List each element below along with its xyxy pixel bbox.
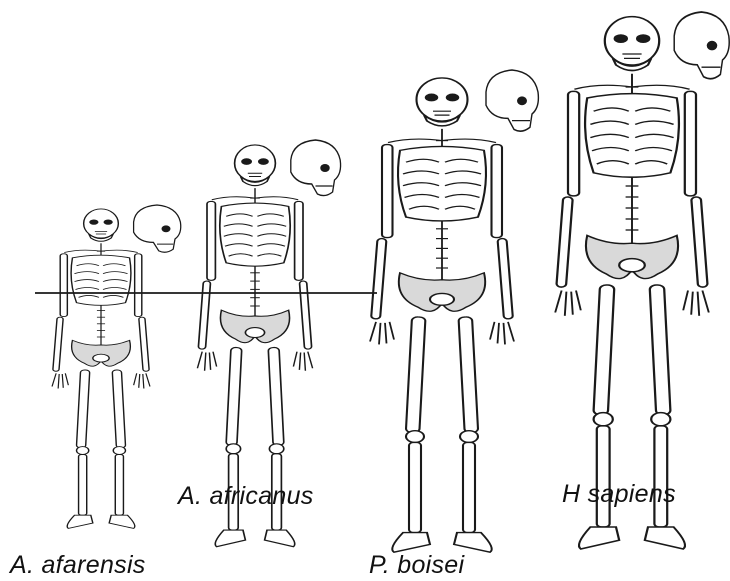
label-sapiens: H sapiens xyxy=(562,480,676,509)
label-boisei: P. boisei xyxy=(369,551,464,580)
africanus-skull-side-view xyxy=(291,140,341,196)
label-africanus: A. africanus xyxy=(178,482,314,511)
label-afarensis: A. afarensis xyxy=(10,551,146,580)
boisei-skull-side-view xyxy=(486,70,538,131)
afarensis-skull-side-view xyxy=(134,205,181,252)
sapiens-skull-side-view xyxy=(674,12,729,79)
sapiens-skeleton xyxy=(555,17,709,549)
boisei-skeleton xyxy=(370,78,514,552)
afarensis-skeleton xyxy=(52,209,150,528)
